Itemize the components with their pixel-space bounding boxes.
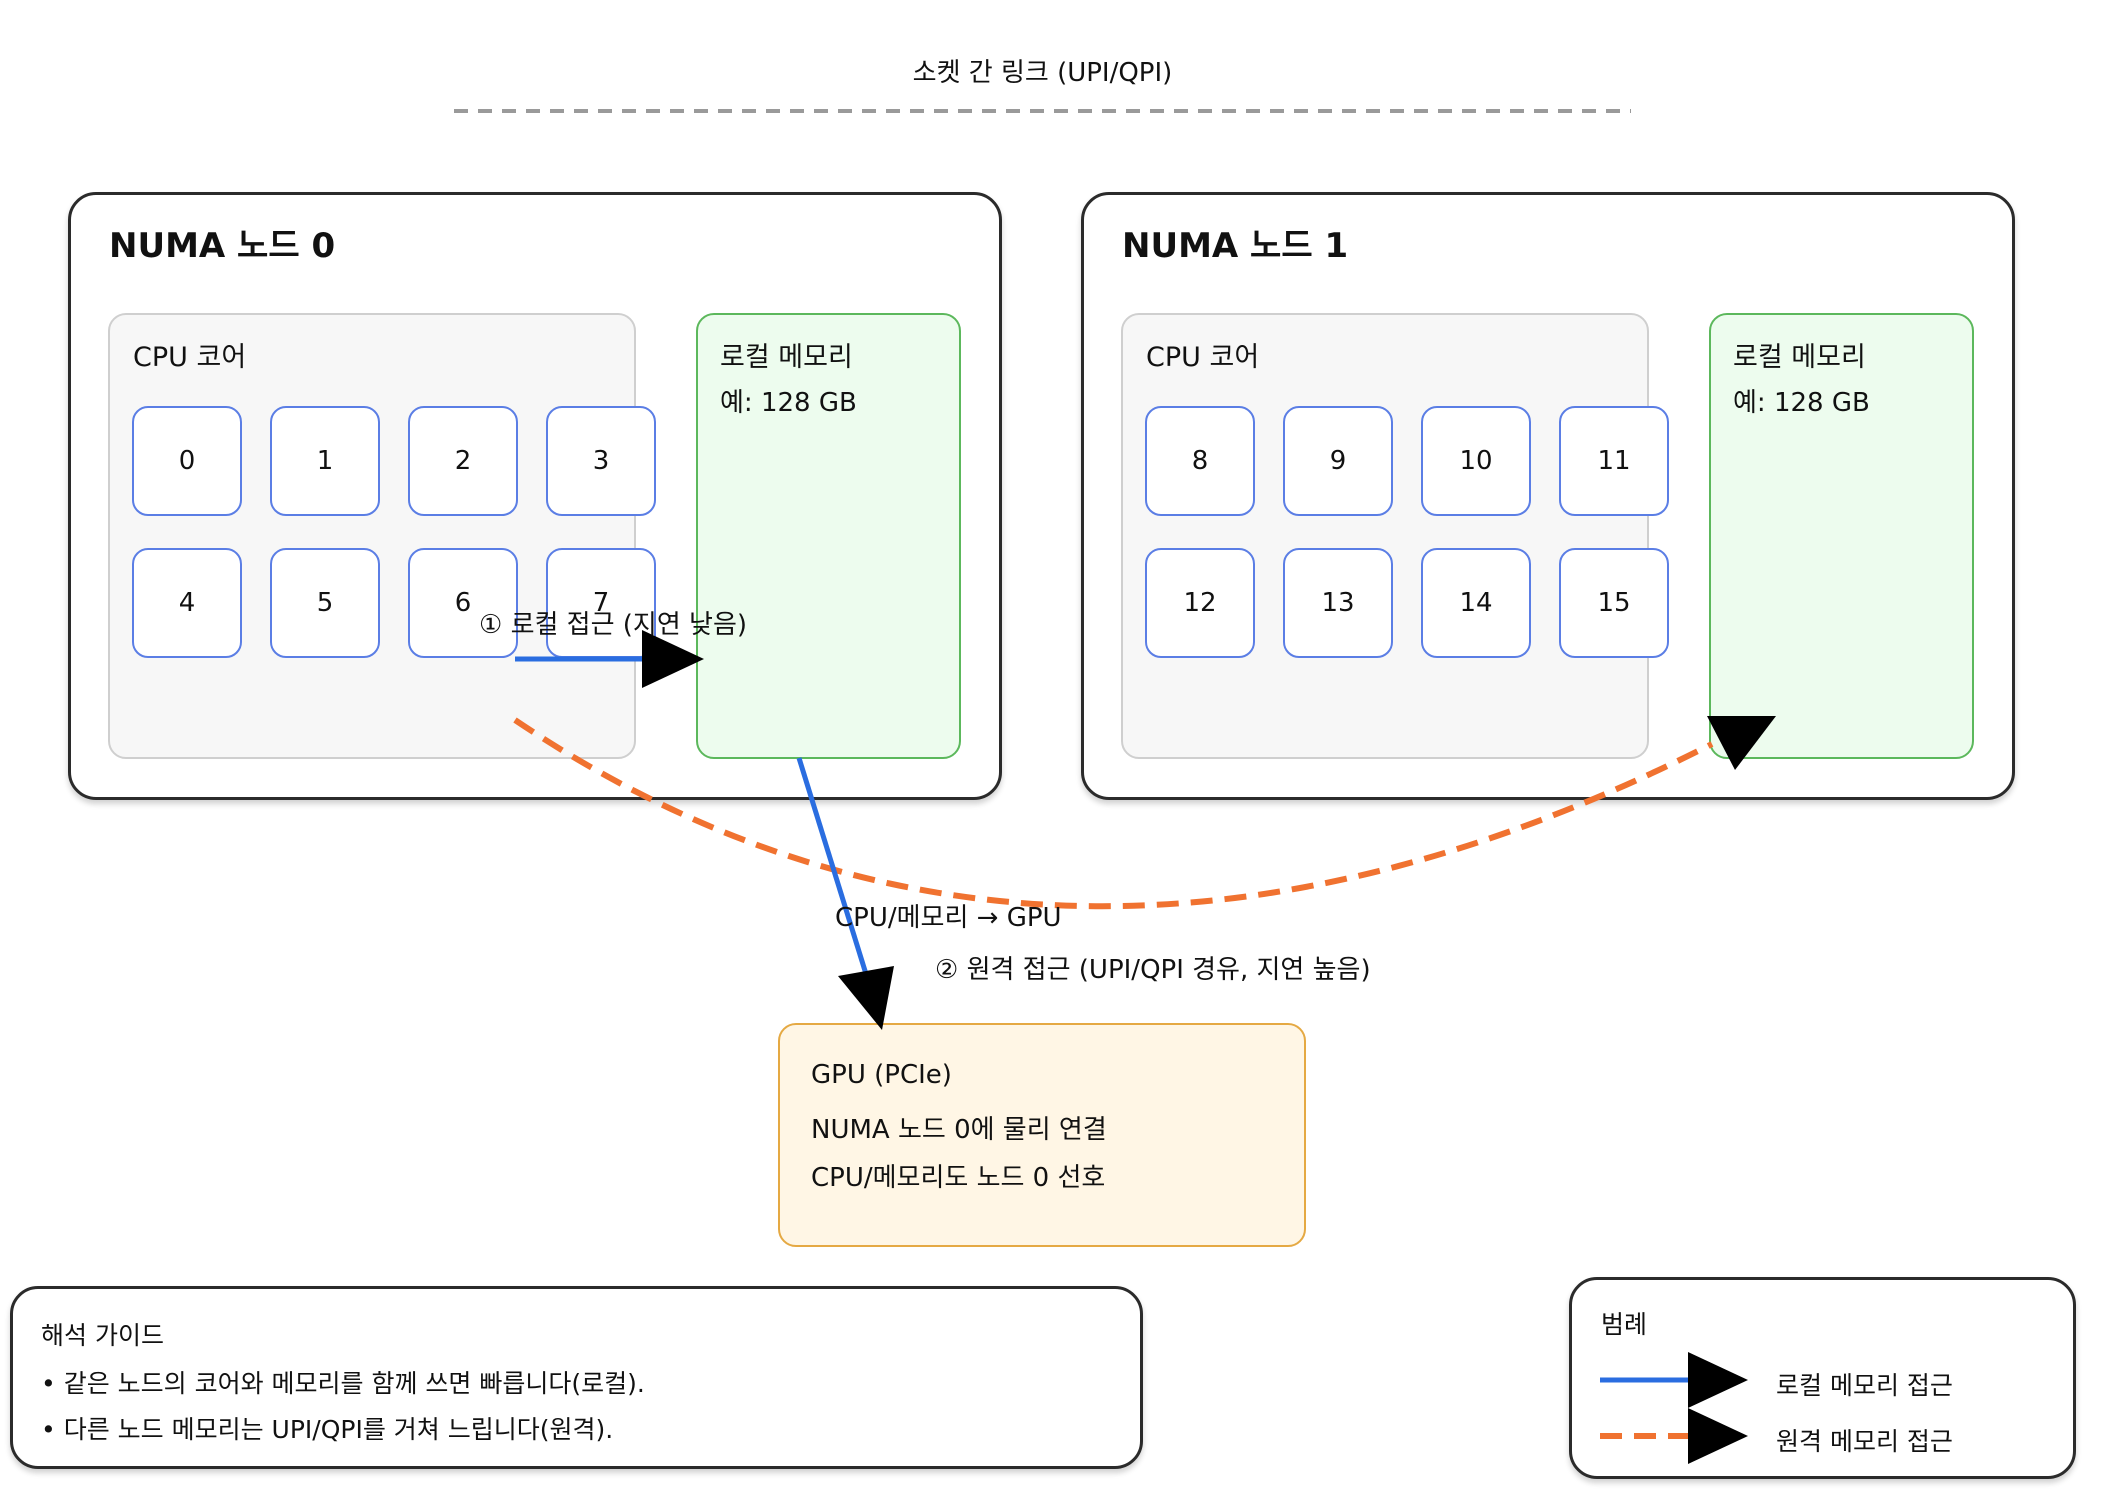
local-memory-node-1 [1709,313,1974,759]
cpu-core: 12 [1145,548,1255,658]
remote-access-label: ② 원격 접근 (UPI/QPI 경유, 지연 높음) [935,955,1371,985]
local-memory-node-0-title: 로컬 메모리 [720,342,853,373]
numa-node-0-title: NUMA 노드 0 [109,226,336,266]
cpu-to-gpu-arrowhead [838,966,894,1030]
cpu-core: 4 [132,548,242,658]
cpu-core: 6 [408,548,518,658]
cpu-panel-node-0 [108,313,636,759]
local-access-label: ① 로컬 접근 (지연 낮음) [479,610,748,640]
socket-link-label: 소켓 간 링크 (UPI/QPI) [912,58,1173,88]
cpu-core: 15 [1559,548,1669,658]
local-memory-node-0-size: 예: 128 GB [720,388,857,418]
legend-local-label: 로컬 메모리 접근 [1776,1371,1953,1400]
cpu-core: 7 [546,548,656,658]
numa-node-1-title: NUMA 노드 1 [1122,226,1349,266]
cpu-core: 14 [1421,548,1531,658]
local-access-arrowhead [642,630,704,688]
cpu-to-gpu-edge [796,757,869,975]
cpu-core: 0 [132,406,242,516]
legend-remote-label: 원격 메모리 접근 [1776,1427,1953,1456]
gpu-box [778,1023,1306,1247]
guide-box [10,1286,1143,1469]
cpu-panel-node-1 [1121,313,1649,759]
cpu-core: 10 [1421,406,1531,516]
guide-line-2: • 다른 노드 메모리는 UPI/QPI를 거쳐 느립니다(원격). [41,1415,614,1444]
remote-access-arrowhead [1707,716,1776,770]
cpu-panel-node-1-title: CPU 코어 [1146,342,1260,373]
cpu-panel-node-0-title: CPU 코어 [133,342,247,373]
cpu-core: 3 [546,406,656,516]
guide-title: 해석 가이드 [41,1321,164,1350]
gpu-title: GPU (PCIe) [811,1060,952,1090]
gpu-line-1: NUMA 노드 0에 물리 연결 [811,1115,1107,1145]
cpu-core: 11 [1559,406,1669,516]
cpu-core: 5 [270,548,380,658]
local-memory-node-1-title: 로컬 메모리 [1733,342,1866,373]
local-memory-node-0 [696,313,961,759]
cpu-core: 8 [1145,406,1255,516]
local-memory-node-1-size: 예: 128 GB [1733,388,1870,418]
guide-line-1: • 같은 노드의 코어와 메모리를 함께 쓰면 빠릅니다(로컬). [41,1369,645,1398]
cpu-core: 2 [408,406,518,516]
gpu-line-2: CPU/메모리도 노드 0 선호 [811,1163,1106,1193]
cpu-core: 13 [1283,548,1393,658]
cpu-core: 1 [270,406,380,516]
cpu-to-gpu-label: CPU/메모리 → GPU [835,903,1062,933]
remote-access-edge [513,717,1714,910]
legend-local-arrowhead [1688,1352,1748,1408]
cpu-core: 9 [1283,406,1393,516]
legend-remote-arrowhead [1688,1408,1748,1464]
legend-title: 범례 [1601,1310,1648,1339]
